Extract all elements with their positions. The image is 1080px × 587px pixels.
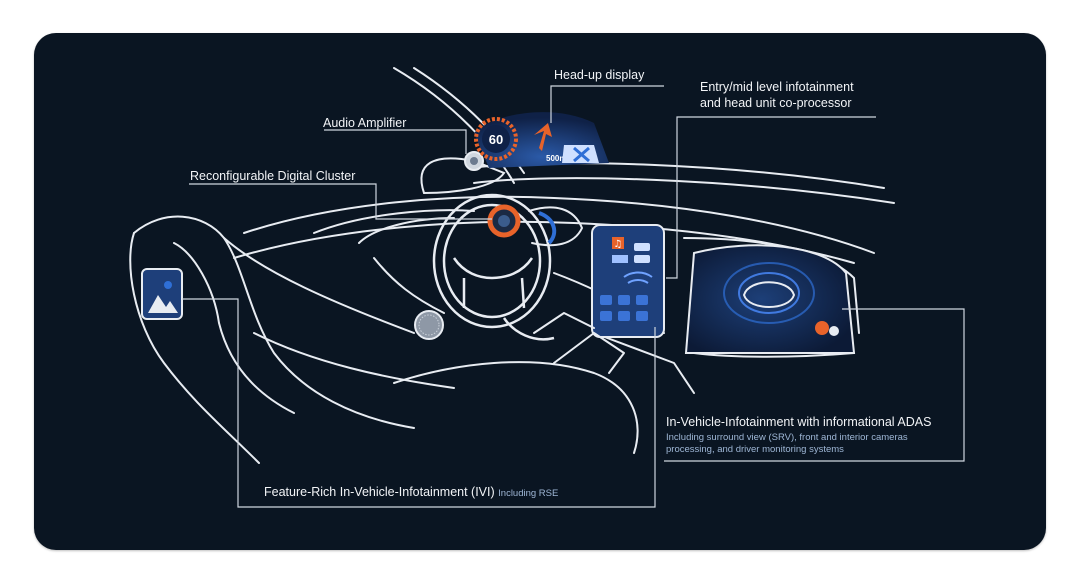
door-speaker-icon — [414, 310, 444, 340]
center-infotainment-screen: ♫ — [591, 224, 665, 338]
music-icon: ♫ — [614, 239, 623, 250]
hud-display: 60 500m — [474, 112, 609, 168]
callout-leader-lines — [182, 85, 965, 508]
hud-label: Head-up display — [554, 68, 645, 82]
digital-cluster-gauge — [487, 204, 557, 245]
ivi-title: Feature-Rich In-Vehicle-Infotainment (IV… — [264, 485, 495, 499]
audio-speaker-icon — [464, 151, 484, 171]
steering-wheel — [432, 193, 555, 341]
infotainment-label: Entry/mid level infotainment and head un… — [700, 79, 854, 111]
adas-display — [684, 244, 856, 354]
adas-subtitle-line1: Including surround view (SRV), front and… — [666, 432, 908, 443]
adas-title: In-Vehicle-Infotainment with information… — [666, 415, 932, 429]
car-interior-illustration: 60 500m ♫ — [129, 67, 965, 508]
hud-speed-readout: 60 — [489, 132, 503, 147]
audio-amplifier-label: Audio Amplifier — [323, 116, 407, 130]
seat-outline — [129, 215, 639, 464]
ivi-label: Feature-Rich In-Vehicle-Infotainment (IV… — [264, 484, 558, 500]
hud-distance-readout: 500m — [546, 154, 566, 163]
infotainment-label-line1: Entry/mid level infotainment — [700, 80, 854, 94]
adas-subtitle-line2: processing, and driver monitoring system… — [666, 444, 844, 455]
ivi-subtitle: Including RSE — [498, 488, 559, 499]
digital-cluster-label: Reconfigurable Digital Cluster — [190, 169, 356, 183]
diagram-canvas: 60 500m ♫ — [34, 33, 1046, 550]
adas-label: In-Vehicle-Infotainment with information… — [666, 414, 931, 456]
infotainment-label-line2: and head unit co-processor — [700, 96, 852, 110]
rse-screen — [141, 268, 183, 320]
